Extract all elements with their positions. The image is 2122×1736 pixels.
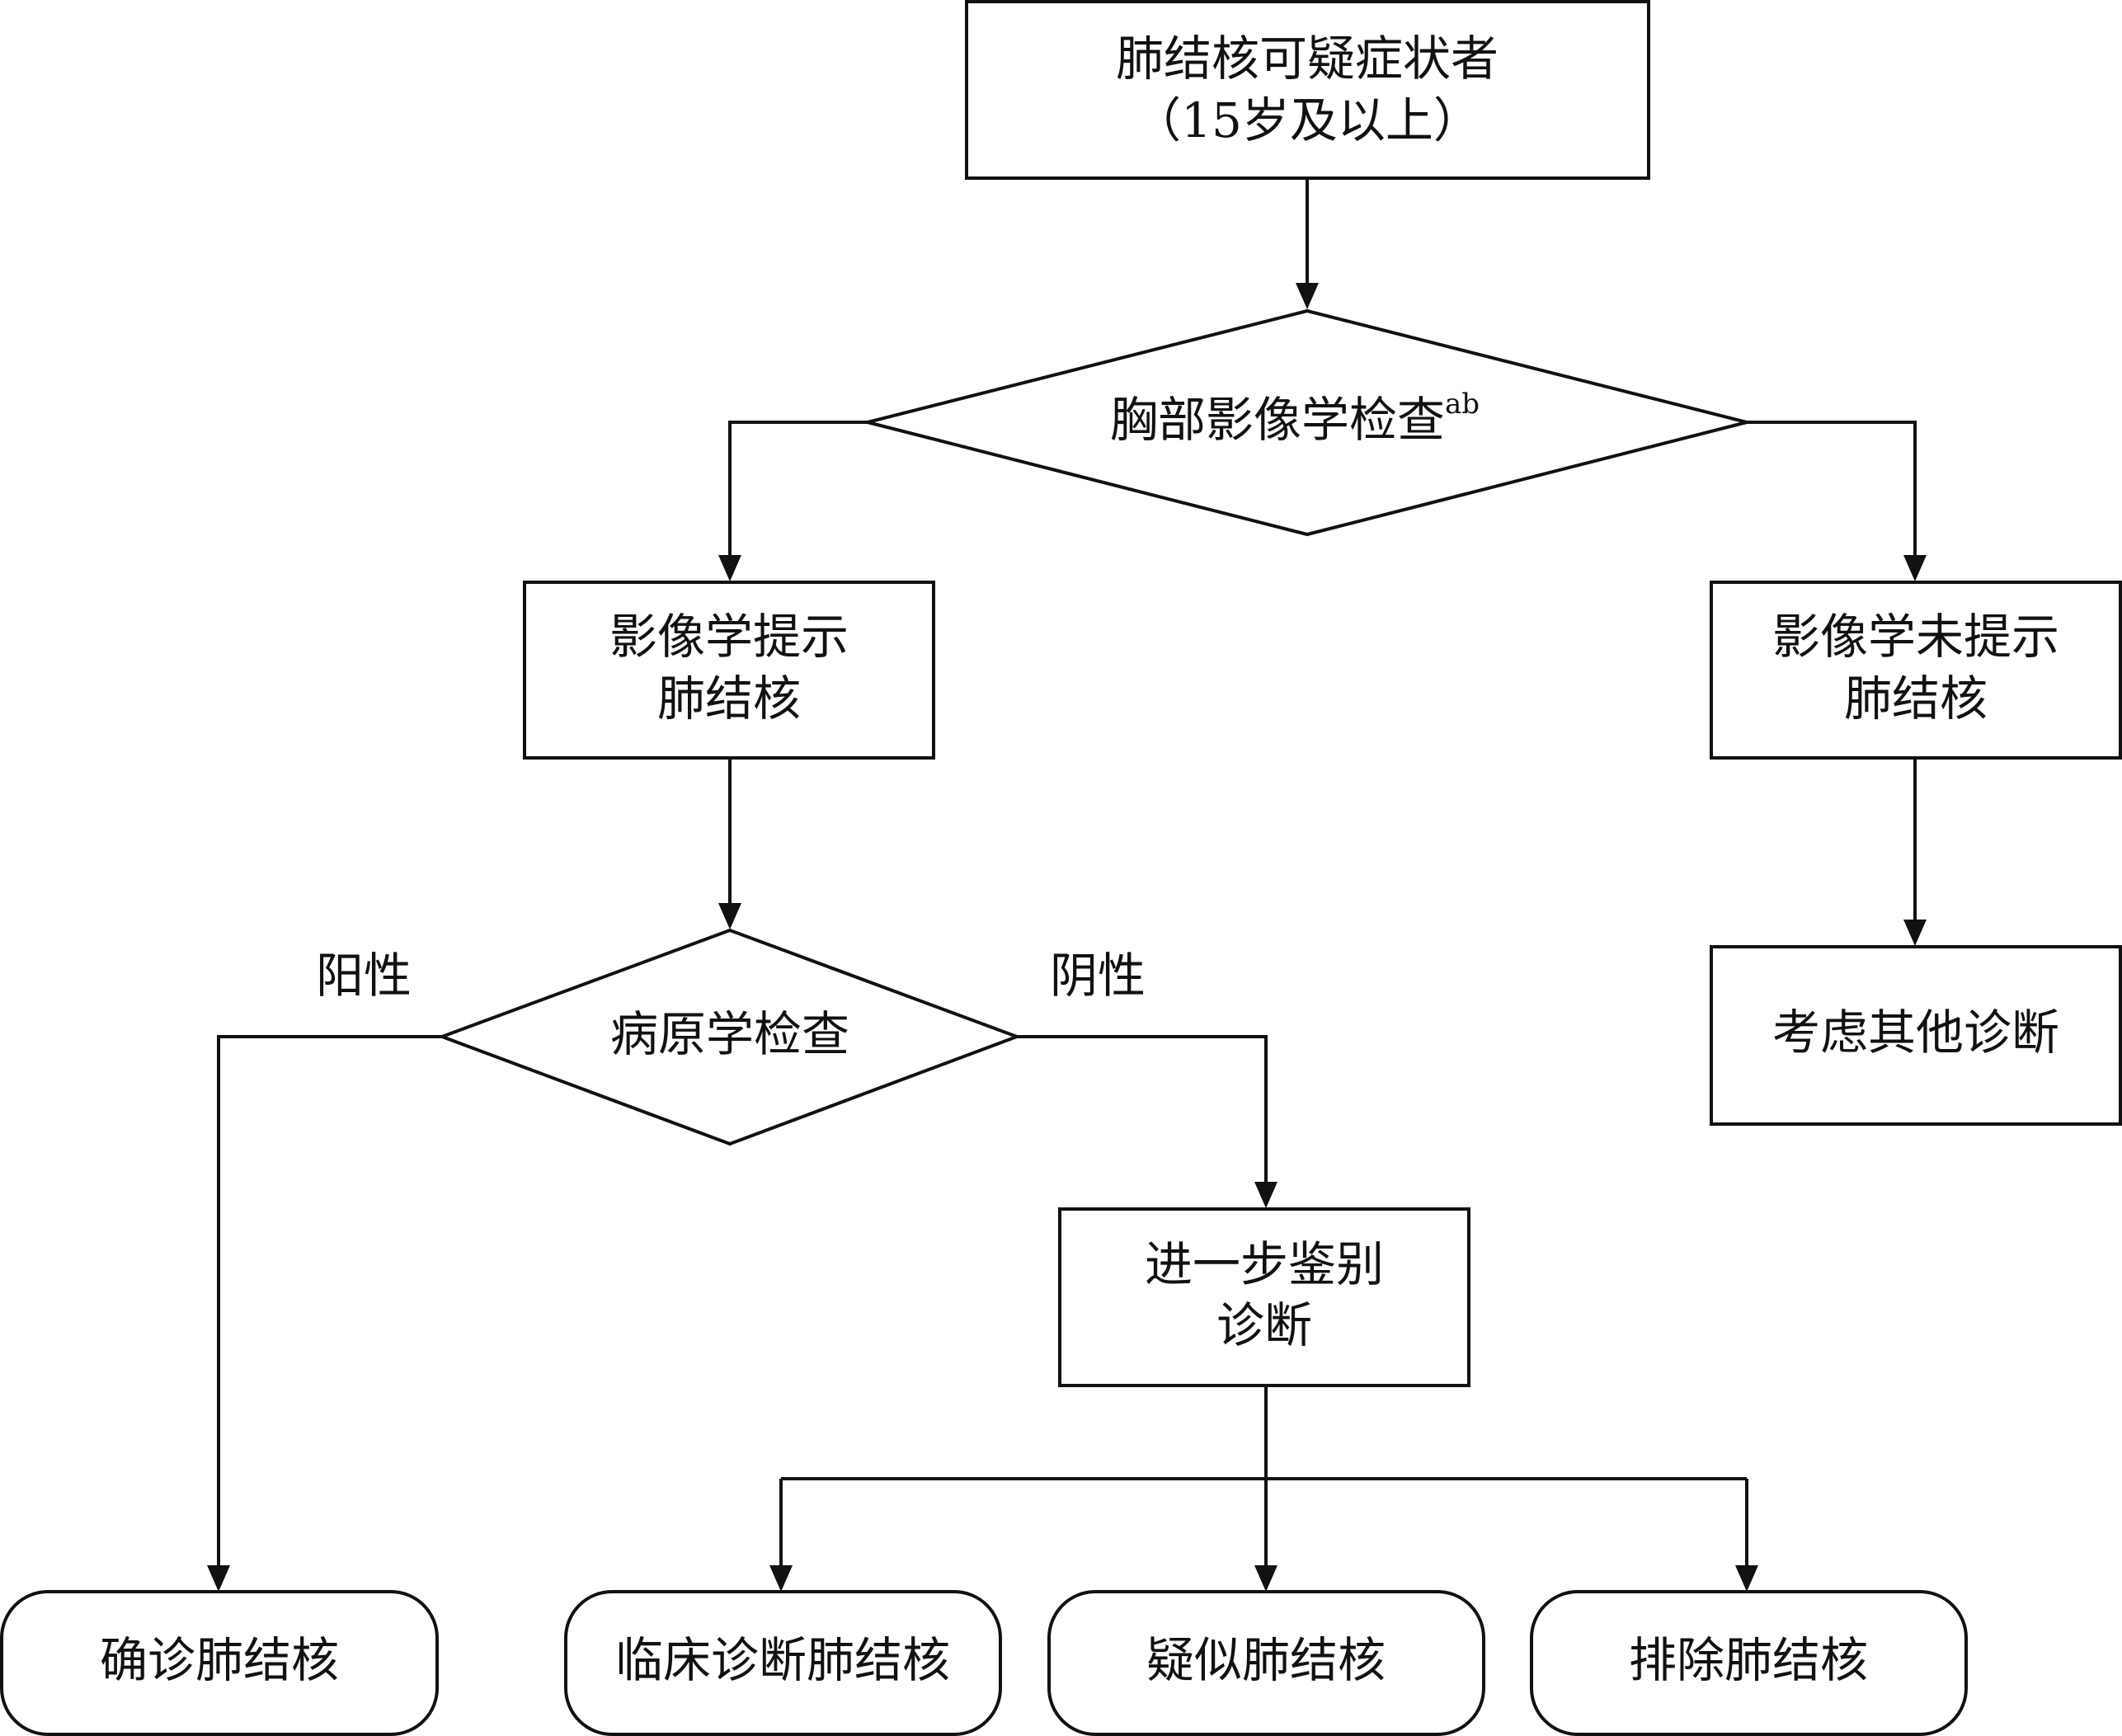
node-chest-imaging-label: 胸部影像学检查ab <box>1110 388 1480 448</box>
arrowhead <box>1903 920 1927 946</box>
node-further-diff-line1: 进一步鉴别 <box>1145 1236 1384 1292</box>
connectors <box>207 180 1927 1592</box>
node-imaging-suggests-box <box>523 581 935 760</box>
node-imaging-not-suggests-box <box>1710 581 2122 760</box>
arrowhead <box>718 903 741 929</box>
node-chest-imaging-superscript: ab <box>1445 388 1480 421</box>
node-clinical-label: 临床诊断肺结核 <box>615 1632 950 1688</box>
node-confirmed-label: 确诊肺结核 <box>100 1632 339 1688</box>
node-start-line2: （15岁及以上） <box>1133 92 1481 148</box>
arrowhead <box>1735 1565 1758 1592</box>
node-imaging-suggests: 影像学提示 肺结核 <box>523 581 935 760</box>
node-suspected-label: 疑似肺结核 <box>1146 1632 1386 1688</box>
node-suspected-box <box>1047 1590 1485 1736</box>
arrowhead <box>1903 555 1927 581</box>
edge-pathogen-test-to-further-diff <box>1017 1035 1268 1192</box>
node-suspected: 疑似肺结核 <box>1047 1590 1485 1736</box>
node-other-diagnosis: 考虑其他诊断 <box>1710 945 2122 1126</box>
node-pathogen-test-diamond <box>437 928 1022 1146</box>
edge-label-negative: 阴性 <box>1050 948 1146 1004</box>
arrowhead <box>769 1565 793 1592</box>
node-imaging-not-suggests: 影像学未提示 肺结核 <box>1710 581 2122 760</box>
edge-chest-imaging-to-imaging-not-suggests <box>1747 421 1917 565</box>
arrowhead <box>1254 1182 1277 1208</box>
node-chest-imaging-diamond <box>867 308 1748 537</box>
edge-label-positive: 阳性 <box>316 948 412 1004</box>
node-confirmed-box <box>0 1590 439 1736</box>
node-excluded-box <box>1530 1590 1968 1736</box>
node-clinical: 临床诊断肺结核 <box>564 1590 1002 1736</box>
node-imaging-suggests-line2: 肺结核 <box>657 670 801 727</box>
arrowhead <box>718 555 741 581</box>
node-clinical-box <box>564 1590 1002 1736</box>
node-pathogen-test-label: 病原学检查 <box>610 1006 849 1062</box>
node-other-diagnosis-box <box>1710 945 2122 1126</box>
node-confirmed: 确诊肺结核 <box>0 1590 439 1736</box>
node-imaging-not-suggests-line1: 影像学未提示 <box>1772 609 2059 665</box>
node-excluded-label: 排除肺结核 <box>1629 1632 1868 1688</box>
node-further-diff-box <box>1058 1207 1470 1387</box>
arrowhead <box>207 1565 230 1592</box>
node-chest-imaging-text: 胸部影像学检查 <box>1110 392 1445 448</box>
edge-chest-imaging-to-imaging-suggests <box>728 421 868 565</box>
node-further-diff-line2: 诊断 <box>1216 1297 1312 1353</box>
node-excluded: 排除肺结核 <box>1530 1590 1968 1736</box>
node-imaging-suggests-line1: 影像学提示 <box>609 609 849 665</box>
node-other-diagnosis-label: 考虑其他诊断 <box>1772 1004 2059 1061</box>
node-pathogen-test: 病原学检查 <box>437 928 1022 1146</box>
arrowhead <box>1296 283 1319 309</box>
edge-pathogen-test-to-confirmed <box>217 1035 442 1575</box>
node-start: 肺结核可疑症状者 （15岁及以上） <box>965 0 1650 180</box>
node-start-line1: 肺结核可疑症状者 <box>1116 31 1499 87</box>
node-imaging-not-suggests-line2: 肺结核 <box>1844 670 1988 727</box>
arrowhead <box>1254 1565 1277 1592</box>
node-chest-imaging: 胸部影像学检查ab <box>867 308 1748 537</box>
node-further-diff: 进一步鉴别 诊断 <box>1058 1207 1470 1387</box>
node-start-box <box>965 0 1650 180</box>
